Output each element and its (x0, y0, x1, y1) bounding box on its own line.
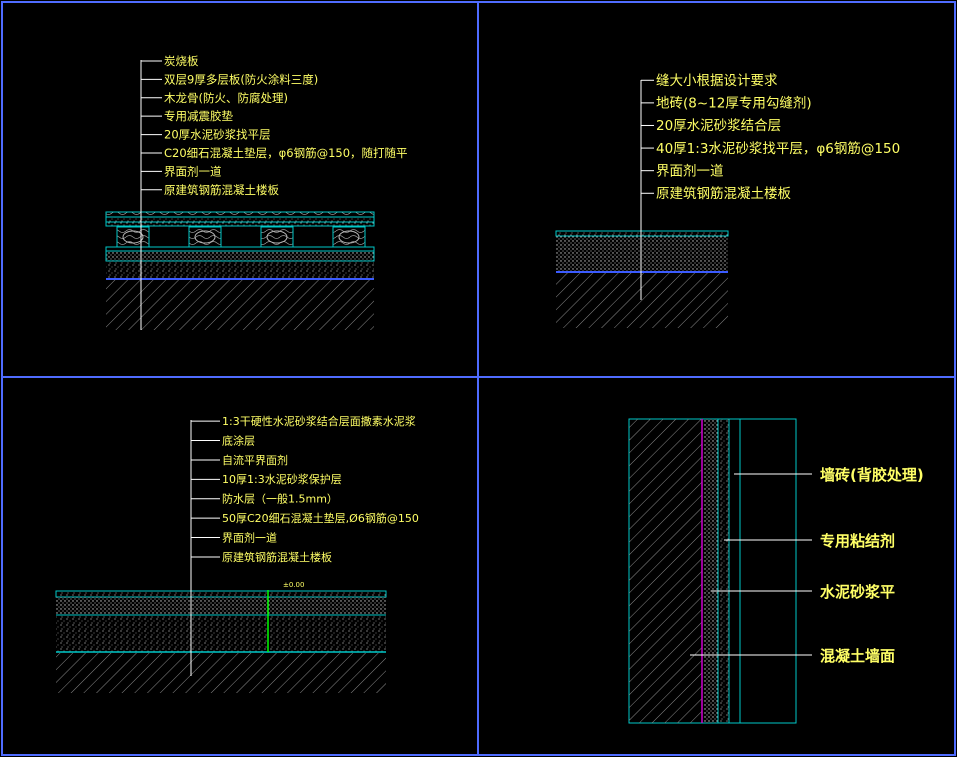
layer-label: 20厚水泥砂浆找平层 (164, 128, 271, 142)
layer-label: 原建筑钢筋混凝土楼板 (656, 185, 791, 202)
layer-label: 界面剂一道 (164, 164, 222, 178)
layer-label: 自流平界面剂 (222, 453, 288, 467)
layer-label: 混凝土墙面 (820, 647, 895, 665)
tile-floor-section (555, 230, 729, 328)
layer-label: 专用减震胶垫 (164, 109, 233, 123)
layer-label: C20细石混凝土垫层，φ6钢筋@150，随打随平 (164, 146, 408, 160)
layer-label: 底涂层 (222, 433, 255, 447)
wall-section (628, 418, 797, 724)
layer-label: 防水层（一般1.5mm） (222, 492, 338, 506)
layer-label: 20厚水泥砂浆结合层 (656, 118, 781, 134)
elevation-mark: ±0.00 (283, 581, 304, 589)
wood-floor-section (105, 211, 375, 330)
wood-joists (116, 226, 366, 248)
layer-label: 界面剂一道 (222, 530, 277, 544)
layer-label: 双层9厚多层板(防火涂料三度) (164, 72, 318, 86)
layer-label: 50厚C20细石混凝土垫层,Ø6钢筋@150 (222, 511, 419, 525)
layer-label: 水泥砂浆平 (820, 583, 895, 601)
layer-label: 墙砖(背胶处理) (820, 466, 924, 484)
layer-label: 10厚1:3水泥砂浆保护层 (222, 472, 342, 486)
layer-label: 缝大小根据设计要求 (656, 73, 778, 89)
self-leveling-section (55, 590, 387, 693)
layer-label: 炭烧板 (164, 54, 199, 68)
layer-label: 专用粘结剂 (820, 532, 895, 550)
layer-label: 原建筑钢筋混凝土楼板 (222, 550, 332, 564)
layer-label: 木龙骨(防火、防腐处理) (164, 91, 288, 105)
layer-label: 地砖(8~12厚专用勾缝剂) (656, 96, 812, 112)
layer-label: 40厚1:3水泥砂浆找平层，φ6钢筋@150 (656, 140, 900, 157)
wall-leaders (690, 473, 812, 656)
layer-label: 原建筑钢筋混凝土楼板 (164, 183, 279, 197)
layer-label: 1:3干硬性水泥砂浆结合层面撒素水泥浆 (222, 414, 416, 428)
layer-label: 界面剂一道 (656, 163, 724, 179)
